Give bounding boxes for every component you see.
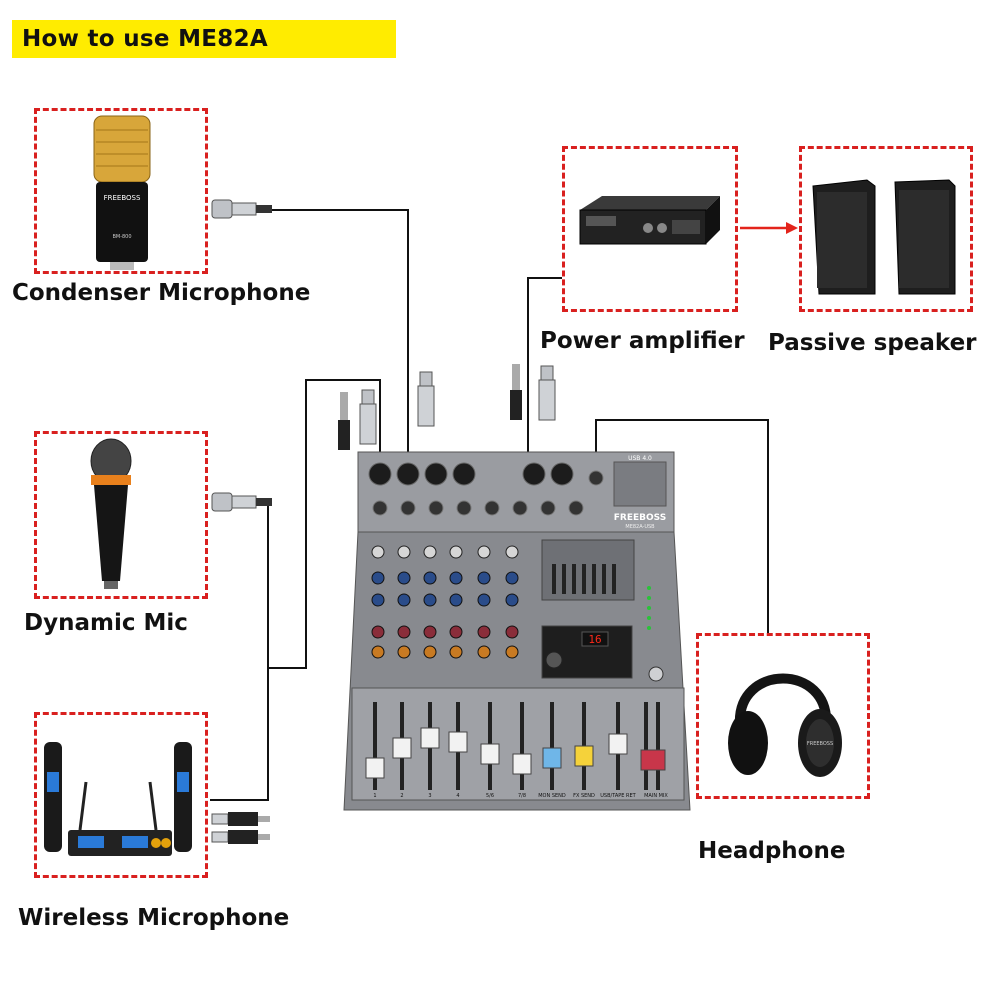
mixer-model: ME82A-USB: [625, 524, 655, 530]
mixer-display: 16: [588, 633, 601, 646]
wire-wireless-mic: [210, 668, 269, 801]
channel-label-usb-tape: USB/TAPE RET: [600, 793, 636, 799]
wire-condenser-mic: [272, 209, 409, 452]
condenser-mic-box: [34, 108, 208, 274]
dynamic-mic-box: [34, 431, 208, 599]
mixer-usb-label: USB 4.0: [628, 455, 652, 462]
condenser-brand: FREEBOSS: [104, 194, 141, 202]
headphone-image: FREEBOSS: [728, 673, 842, 777]
plugs-into-mixer: [338, 364, 556, 450]
wireless-mic-box: [34, 712, 208, 878]
condenser-mic-image: FREEBOSS BM-800: [93, 115, 151, 270]
passive-speaker-label: Passive speaker: [768, 330, 977, 356]
mixer-image: USB 4.0 FREEBOSS ME82A-USB 16: [343, 451, 691, 811]
channel-label-4: 4: [456, 793, 459, 799]
channel-label-main-mix: MAIN MIX: [644, 793, 668, 799]
channel-label-3: 3: [428, 793, 431, 799]
jack-plugs-wireless: [211, 812, 270, 844]
channel-label-1: 1: [373, 793, 376, 799]
condenser-mic-label: Condenser Microphone: [12, 280, 311, 306]
channel-label-2: 2: [400, 793, 403, 799]
dynamic-mic-label: Dynamic Mic: [24, 610, 188, 636]
channel-label-5-6: 5/6: [486, 793, 494, 799]
passive-speaker-image: [812, 179, 956, 295]
xlr-plug-condenser: [211, 199, 272, 219]
title-banner: [12, 20, 396, 58]
channel-label-7-8: 7/8: [518, 793, 526, 799]
power-amp-label: Power amplifier: [540, 328, 745, 354]
wire-power-amp: [527, 277, 562, 452]
channel-label-mon-send: MON SEND: [538, 793, 566, 799]
wireless-mic-image: [44, 742, 192, 856]
xlr-plug-dynamic: [211, 492, 272, 512]
page-title: How to use ME82A: [22, 26, 268, 52]
dynamic-mic-image: [90, 438, 132, 589]
headphone-brand: FREEBOSS: [807, 741, 833, 747]
headphone-label: Headphone: [698, 838, 846, 864]
power-amp-box: [562, 146, 738, 312]
passive-speaker-box: [799, 146, 973, 312]
channel-label-fx-send: FX SEND: [573, 793, 595, 799]
power-amp-image: [579, 196, 720, 245]
mixer-brand: FREEBOSS: [614, 513, 666, 523]
headphone-box: [696, 633, 870, 799]
arrow-head: [786, 222, 798, 234]
wireless-mic-label: Wireless Microphone: [18, 905, 290, 931]
condenser-model: BM-800: [112, 234, 131, 240]
wire-headphone: [595, 419, 769, 633]
